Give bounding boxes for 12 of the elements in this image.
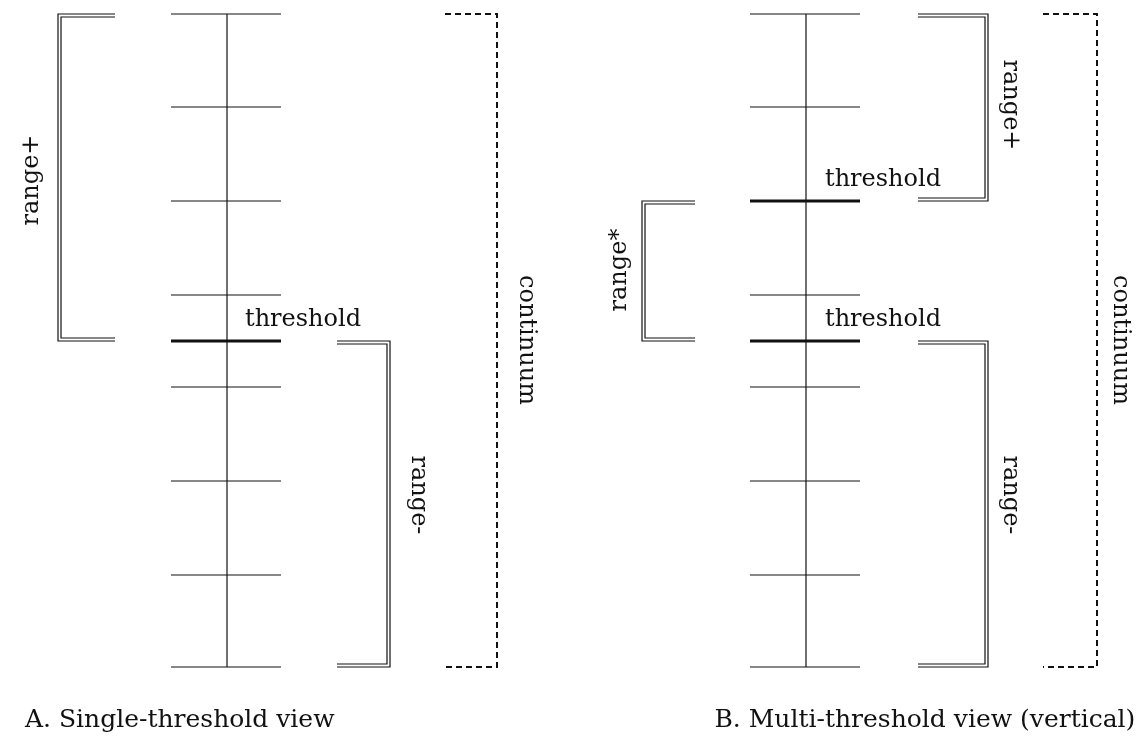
range-label: range- <box>999 455 1024 535</box>
threshold-label: threshold <box>825 166 942 190</box>
range-label: range+ <box>999 59 1024 151</box>
range-label: range* <box>605 228 630 312</box>
panel-caption: A. Single-threshold view <box>25 705 335 731</box>
panel-caption: B. Multi-threshold view (vertical) <box>714 705 1136 731</box>
continuum-label: continuum <box>515 275 540 405</box>
threshold-label: threshold <box>825 306 942 330</box>
range-label: range+ <box>17 134 42 226</box>
threshold-label: threshold <box>245 306 362 330</box>
range-label: range- <box>407 455 432 535</box>
continuum-label: continuum <box>1109 275 1134 405</box>
